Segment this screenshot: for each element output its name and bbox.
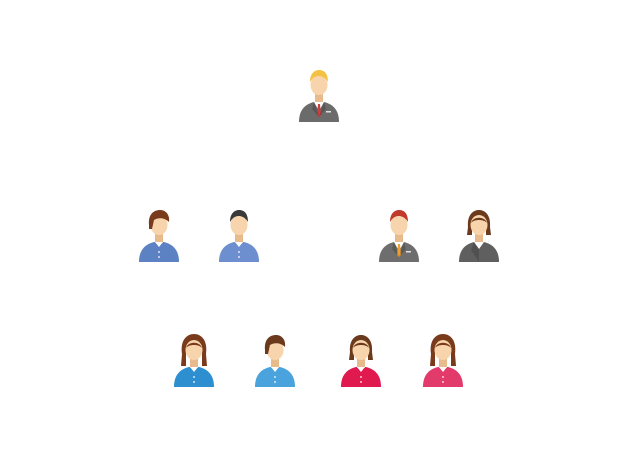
person-staff-2: [250, 330, 300, 388]
woman-icon: [341, 335, 381, 387]
businesswoman-icon: [139, 210, 179, 262]
person-manager-left-2: [214, 205, 264, 263]
woman-icon: [255, 335, 295, 387]
person-manager-right-1: [374, 205, 424, 263]
businessman-icon: [299, 70, 339, 122]
person-staff-4: [418, 330, 468, 388]
woman-icon: [174, 334, 214, 387]
woman-icon: [423, 334, 463, 387]
person-manager-left-1: [134, 205, 184, 263]
person-manager-right-2: [454, 205, 504, 263]
person-ceo: [294, 65, 344, 123]
businessman-icon: [379, 210, 419, 262]
man-icon: [219, 210, 259, 262]
person-staff-3: [336, 330, 386, 388]
businesswoman-icon: [459, 210, 499, 262]
person-staff-1: [169, 330, 219, 388]
